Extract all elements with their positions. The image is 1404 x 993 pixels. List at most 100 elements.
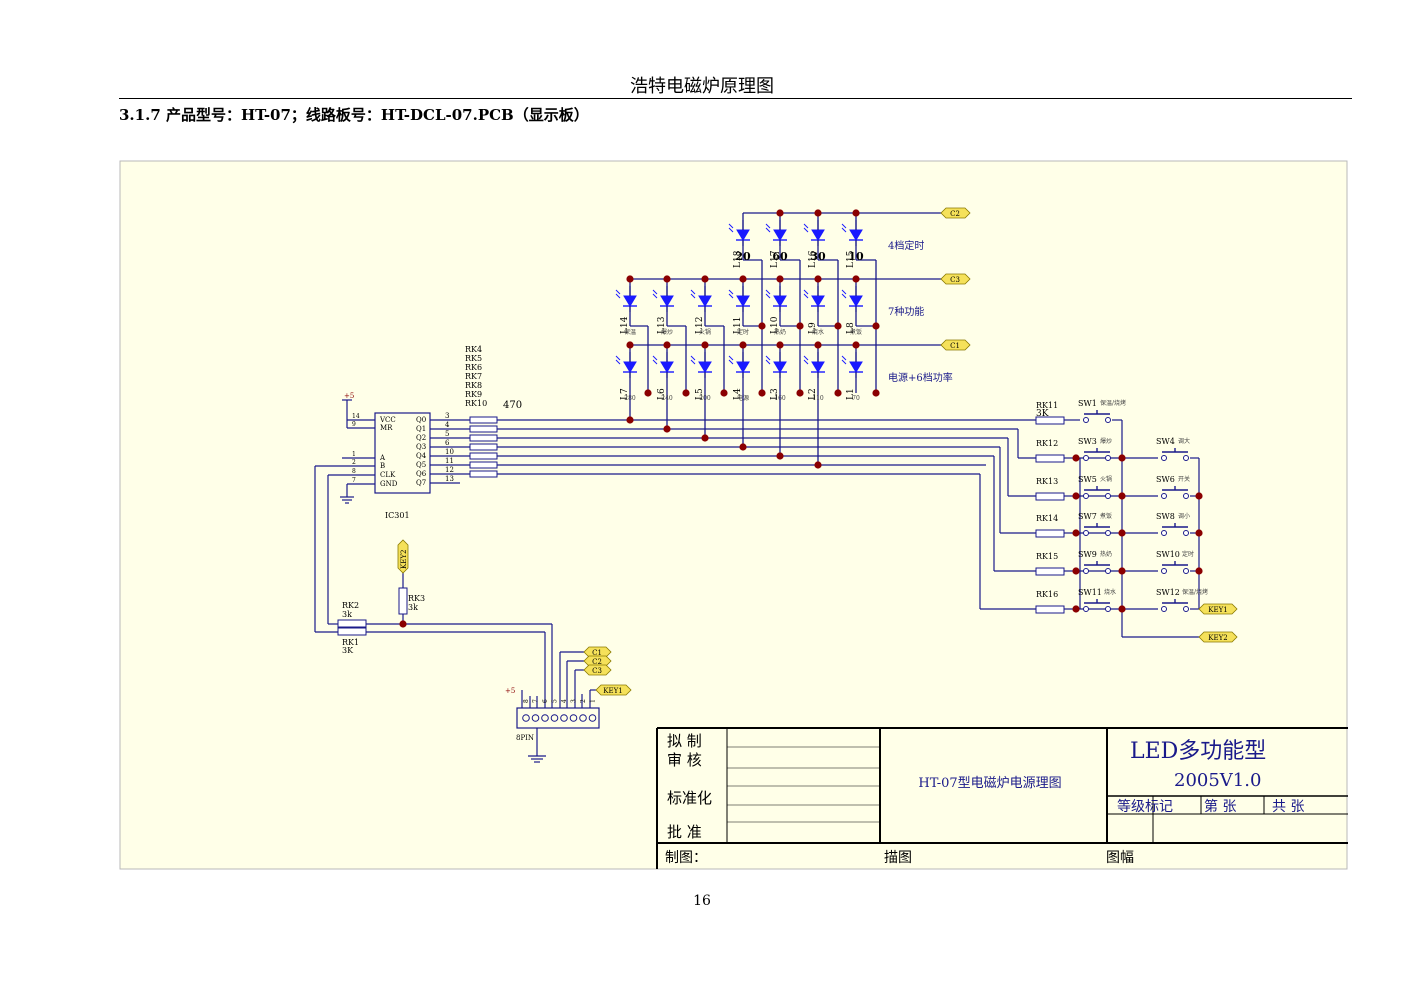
- led-l16-value: 30: [810, 250, 826, 263]
- resistor-rk4: [469, 416, 498, 424]
- rk1-body: [337, 627, 367, 636]
- led-l4-name: 电源: [737, 394, 749, 402]
- switch-sw9-name: 热奶: [1100, 550, 1112, 558]
- port-key2-label: KEY2: [1208, 634, 1227, 642]
- connector-pin-num-3: 3: [571, 699, 578, 703]
- resistor-array: [469, 416, 498, 478]
- switch-sw3-ref: SW3: [1078, 437, 1097, 446]
- switch-sw12-name: 保温/烧烤: [1182, 588, 1208, 596]
- resistor-rk10-ref: RK10: [465, 399, 487, 408]
- led-l6-ref: L6: [657, 388, 667, 400]
- connector-pin-2: [579, 714, 587, 722]
- led-l2-ref: L2: [808, 388, 818, 400]
- connector-pin-4: [560, 714, 568, 722]
- connector-pin-num-7: 7: [533, 699, 540, 703]
- ic301-pin-num-12: 12: [445, 466, 454, 474]
- ic301-pin-num-9: 9: [352, 421, 356, 428]
- led-l17-value: 60: [772, 250, 788, 263]
- switch-sw8-name: 调小: [1178, 512, 1190, 520]
- connector-port-key1: KEY1: [595, 684, 632, 696]
- resistor-rk16-ref: RK16: [1036, 590, 1058, 599]
- connector-pin-3: [569, 714, 578, 722]
- title-block-drawn-by: 制图：: [665, 850, 707, 866]
- led-l1-ref: L1: [846, 388, 856, 400]
- header-rule: [119, 98, 1352, 99]
- resistor-rk14-ref: RK14: [1036, 514, 1058, 523]
- title-block-drawing-title: HT-07型电磁炉电源理图: [918, 776, 1061, 791]
- switch-sw3-name: 爆炒: [1100, 437, 1112, 445]
- port-key1-label: KEY1: [1208, 606, 1227, 614]
- ic301-pin-num-5: 5: [445, 430, 449, 438]
- title-block-sheet: 第 张: [1204, 798, 1236, 815]
- led-l18-value: 20: [735, 250, 751, 263]
- ic301-pin-b: B: [380, 462, 385, 470]
- port-c1: C1: [940, 339, 971, 351]
- ic301-pin-mr: MR: [380, 424, 393, 432]
- port-c2: C2: [940, 207, 971, 219]
- led-l5-ref: L5: [695, 388, 705, 400]
- ic301-pin-q1: Q1: [416, 425, 426, 433]
- led-l13-name: 爆炒: [661, 328, 673, 336]
- connector-pin-num-4: 4: [561, 699, 568, 703]
- connector-supply-label: +5: [505, 687, 515, 695]
- rk3-body: [398, 587, 408, 615]
- led-l2-name: 110: [812, 395, 824, 402]
- led-l11-name: 定时: [737, 328, 749, 336]
- rk3-ref: RK3: [408, 594, 425, 603]
- switch-sw6-ref: SW6: [1156, 475, 1175, 484]
- page-number: 16: [693, 893, 711, 909]
- port-c3: C3: [940, 273, 971, 285]
- connector-port-c2: C2: [583, 655, 612, 667]
- port-key2-vertical-label: KEY2: [400, 550, 408, 569]
- ic301-pin-num-13: 13: [445, 475, 454, 483]
- led-l14-name: 保温: [624, 328, 636, 336]
- title-block-standard: 标准化: [667, 789, 712, 807]
- led-l15-ref: L15: [846, 250, 856, 268]
- resistor-rk13: [1035, 492, 1065, 501]
- page-header-title: 浩特电磁炉原理图: [630, 76, 774, 97]
- resistor-rk15-ref: RK15: [1036, 552, 1058, 561]
- port-key2-keypad: KEY2: [1198, 631, 1238, 643]
- ic301-body: [374, 412, 431, 494]
- led-l16-ref: L16: [808, 250, 818, 268]
- resistor-rk8: [469, 452, 498, 460]
- rk2-ref: RK2: [342, 601, 359, 610]
- switch-sw5-name: 火锅: [1100, 475, 1112, 483]
- led-l10-name: 热奶: [774, 328, 786, 336]
- ic301-pin-num-8: 8: [352, 468, 356, 475]
- resistor-array-value: 470: [503, 400, 522, 411]
- ic301-pin-q3: Q3: [416, 443, 426, 451]
- connector-pin-num-2: 2: [580, 699, 587, 703]
- port-key2-vertical: KEY2: [397, 539, 409, 574]
- led-l13-ref: L13: [657, 316, 667, 334]
- port-c2-label: C2: [950, 210, 960, 218]
- led-group-power-label: 电源+6档功率: [888, 371, 953, 384]
- resistor-rk12: [1035, 454, 1065, 463]
- section-heading: 3.1.7 产品型号：HT-07；线路板号：HT-DCL-07.PCB（显示板）: [119, 106, 589, 124]
- title-block-grade: 等级标记: [1117, 798, 1173, 815]
- rk1-value: 3K: [342, 646, 354, 655]
- switch-sw11-name: 烧水: [1104, 588, 1116, 596]
- switch-sw5-ref: SW5: [1078, 475, 1097, 484]
- switch-sw1-name: 保温/烧烤: [1100, 399, 1126, 407]
- connector-pin-num-8: 8: [523, 699, 530, 703]
- ic301-pin-q2: Q2: [416, 434, 426, 442]
- led-group-timer-label: 4档定时: [888, 239, 924, 252]
- title-block-traced-by: 描图: [884, 850, 912, 866]
- led-l9-ref: L9: [808, 322, 818, 334]
- led-l6-name: 240: [661, 395, 673, 402]
- title-block-product: LED多功能型: [1130, 739, 1266, 764]
- ic301-pin-q5: Q5: [416, 461, 426, 469]
- switch-sw7-ref: SW7: [1078, 512, 1097, 521]
